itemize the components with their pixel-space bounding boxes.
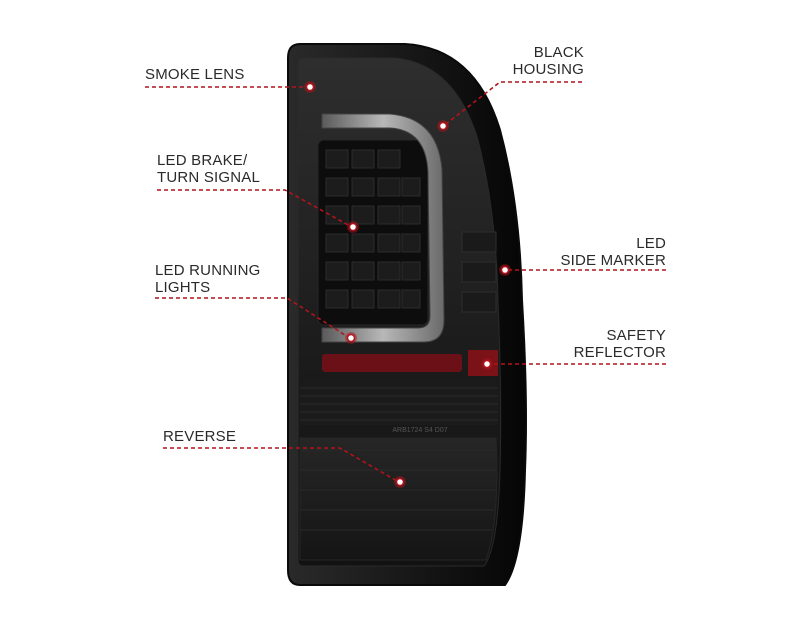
reverse-callout-dot-icon (395, 477, 405, 487)
led-brake-grid (317, 139, 429, 326)
black-housing-label: BLACK HOUSING (490, 44, 584, 78)
safety-reflector-callout-dot-icon (482, 359, 492, 369)
reverse-lens-texture (300, 449, 496, 531)
led-running-light-bar (321, 113, 445, 343)
side-marker-block-2 (461, 261, 497, 283)
black-housing-leader-line (445, 81, 582, 125)
reverse-leader-line (163, 447, 398, 482)
led-brake-label-line-2: TURN SIGNAL (157, 169, 261, 186)
led-brake-callout-dot-icon (348, 222, 358, 232)
led-side-marker-label-line-2: SIDE MARKER (560, 252, 666, 269)
black-housing-callout-dot-icon (438, 121, 448, 131)
led-side-marker-label: LED SIDE MARKER (540, 235, 666, 269)
led-running-label-line-2: LIGHTS (155, 279, 211, 296)
smoke-lens-callout-dot-icon (305, 82, 315, 92)
safety-reflector-label-line-2: REFLECTOR (573, 344, 666, 361)
led-running-label: LED RUNNING LIGHTS (155, 262, 261, 296)
led-brake-label: LED BRAKE/ TURN SIGNAL (157, 152, 260, 186)
reverse-lens (299, 437, 498, 561)
lens-part-number: ARB1724 S4 D07 (392, 427, 447, 434)
red-led-strip (322, 354, 462, 372)
led-running-callout-dot-icon (346, 333, 356, 343)
smoke-lens-label-line-1: SMOKE LENS (145, 66, 245, 83)
led-side-marker-callout-dot-icon (500, 265, 510, 275)
led-running-leader-line (155, 297, 349, 338)
led-side-marker-label-line-1: LED (636, 235, 666, 252)
black-housing-label-line-2: HOUSING (512, 61, 584, 78)
led-brake-leader-line (157, 189, 351, 227)
callout-leaders (145, 81, 666, 482)
side-marker-block-1 (461, 231, 497, 253)
side-marker-block-3 (461, 291, 497, 313)
safety-reflector-label-line-1: SAFETY (606, 327, 666, 344)
reverse-label-line-1: REVERSE (163, 428, 237, 445)
led-brake-label-line-1: LED BRAKE/ (157, 152, 248, 169)
smoke-lens-label: SMOKE LENS (145, 66, 245, 83)
safety-reflector-label: SAFETY REFLECTOR (540, 327, 666, 361)
reverse-label: REVERSE (163, 428, 236, 445)
led-running-label-line-1: LED RUNNING (155, 262, 261, 279)
ribbed-band (300, 380, 498, 425)
black-housing-label-line-1: BLACK (533, 44, 584, 61)
callout-dots (304, 81, 511, 488)
